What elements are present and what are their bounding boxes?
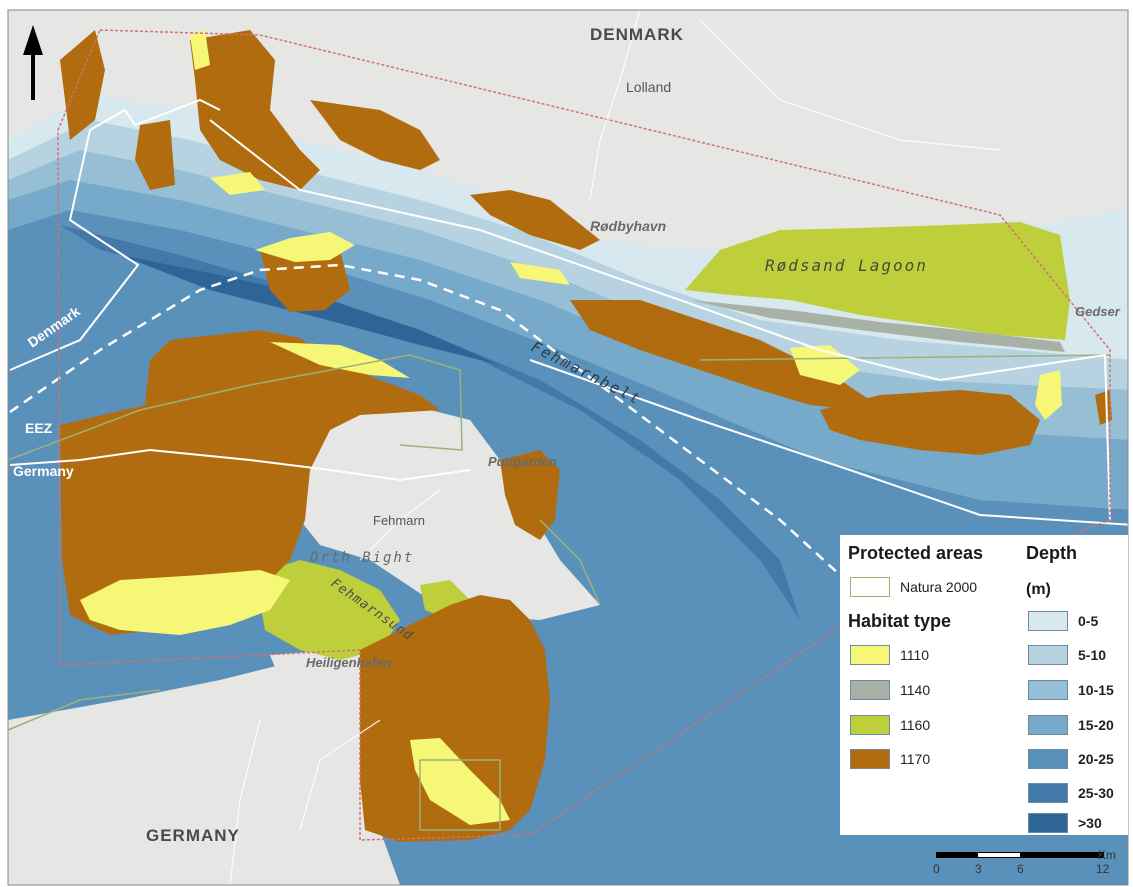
legend-depth-title: Depth (1026, 543, 1077, 563)
habitat-1160-lagoon (685, 222, 1070, 340)
depth-swatch (1028, 715, 1068, 735)
habitat-code: 1140 (900, 682, 931, 698)
scale-tick-0: 0 (933, 862, 940, 876)
label-germany: GERMANY (146, 826, 240, 845)
land-lolland (120, 10, 1128, 225)
label-rodbyhavn: Rødbyhavn (590, 218, 666, 234)
label-rodsand-lagoon: Rødsand Lagoon (765, 256, 928, 275)
habitat-1170-east-belt (570, 300, 870, 410)
label-eez: EEZ (25, 420, 53, 436)
habitat-1110-east1 (790, 345, 860, 385)
habitat-1110-south-west (80, 570, 290, 635)
habitat-1160-fehmarn (255, 560, 400, 660)
depth-range: >30 (1078, 815, 1102, 831)
scale-tick-12: 12 (1096, 862, 1110, 876)
label-germany-zone: Germany (13, 463, 74, 479)
natura-2000-outlines (8, 354, 1111, 831)
depth-range: 5-10 (1078, 647, 1107, 663)
depth-swatch (1028, 680, 1068, 700)
legend-depth-unit: (m) (1026, 581, 1051, 598)
habitat-code: 1160 (900, 717, 931, 733)
depth-range: 15-20 (1078, 717, 1114, 733)
scale-segment (978, 852, 1020, 858)
habitat-code: 1110 (900, 647, 930, 663)
depth-range: 0-5 (1078, 613, 1099, 629)
north-arrow-icon (23, 25, 43, 100)
label-puttgarden: Puttgarden (488, 454, 557, 469)
scale-segment (936, 852, 978, 858)
habitat-swatch (850, 645, 890, 665)
legend-protected-title: Protected areas (848, 543, 984, 563)
depth-swatch (1028, 813, 1068, 833)
habitat-code: 1170 (900, 751, 931, 767)
habitat-1170-coastal1 (310, 100, 440, 170)
depth-range: 25-30 (1078, 785, 1114, 801)
habitat-1170-nw1 (135, 120, 175, 190)
habitat-1140-spit (690, 300, 1065, 352)
habitat-1110-east2 (1035, 370, 1062, 420)
habitat-1110-nw (210, 172, 265, 195)
habitat-1170-east (820, 390, 1040, 455)
habitat-1110-strip (510, 262, 570, 285)
habitat-1170-south (360, 595, 550, 842)
habitat-1170-puttgarden (500, 450, 560, 540)
label-heiligenhafen: Heiligenhafen (306, 655, 391, 670)
habitat-swatch (850, 715, 890, 735)
label-lolland: Lolland (626, 79, 671, 95)
scale-unit: Km (1098, 848, 1116, 862)
habitat-1110-mid (255, 232, 355, 262)
label-denmark: DENMARK (590, 25, 684, 44)
scale-tick-3: 3 (975, 862, 982, 876)
natura-swatch (850, 577, 890, 597)
eez-lines (9, 98, 1128, 526)
map-legend: Protected areas Depth Natura 2000 (m) Ha… (840, 535, 1128, 835)
depth-swatch (1028, 611, 1068, 631)
habitat-1170-nw2 (190, 30, 320, 190)
label-gedser: Gedser (1075, 304, 1121, 319)
depth-swatch (1028, 783, 1068, 803)
land-germany (8, 650, 400, 885)
label-orth-bight: Orth Bight (310, 550, 414, 566)
depth-range: 20-25 (1078, 751, 1114, 767)
scale-tick-6: 6 (1017, 862, 1024, 876)
habitat-1110-belt (270, 342, 410, 378)
scale-bar: Km 0 3 6 12 (930, 848, 1130, 884)
land-fehmarn (300, 405, 600, 620)
study-area-outline (57, 29, 1111, 841)
habitat-1170-nw3 (60, 30, 105, 140)
eez-dashed-line (9, 263, 841, 576)
habitat-swatch (850, 749, 890, 769)
depth-swatch (1028, 749, 1068, 769)
natura-label: Natura 2000 (900, 579, 978, 595)
depth-range: 10-15 (1078, 682, 1114, 698)
roads (229, 10, 1001, 885)
scale-segment (1020, 852, 1104, 858)
habitat-1170-coastal2 (470, 190, 600, 250)
habitat-1110-top (190, 30, 210, 70)
habitat-swatch (850, 680, 890, 700)
depth-swatch (1028, 645, 1068, 665)
legend-habitat-title: Habitat type (848, 611, 952, 631)
label-fehmarn: Fehmarn (373, 513, 425, 528)
